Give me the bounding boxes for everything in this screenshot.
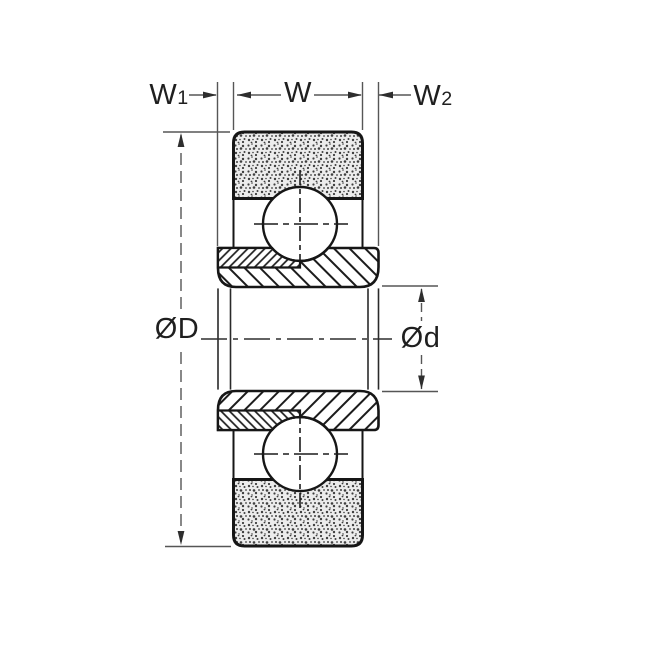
d-arrow-up: [418, 288, 425, 302]
inner-ring-shoulder: [216, 246, 302, 269]
w2-arrow-left: [379, 91, 393, 99]
label-width-inner-extension-left: W1: [149, 79, 189, 111]
w1-arrow-right: [203, 91, 217, 99]
label-outer-diameter: ØD: [154, 313, 200, 345]
label-width-outer-ring: W: [284, 77, 312, 109]
d-arrow-down: [418, 375, 425, 390]
od-arrow-down: [177, 531, 185, 545]
bottom-half-mirror: [216, 389, 380, 548]
outer-ring-section: [232, 130, 364, 200]
label-width-inner-extension-right: W2: [413, 80, 453, 112]
label-bore-diameter: Ød: [400, 322, 441, 354]
w-arrow-right: [348, 91, 362, 99]
od-arrow-up: [177, 133, 185, 147]
dimension-arrowheads: [177, 91, 425, 545]
w-arrow-left: [237, 91, 251, 99]
